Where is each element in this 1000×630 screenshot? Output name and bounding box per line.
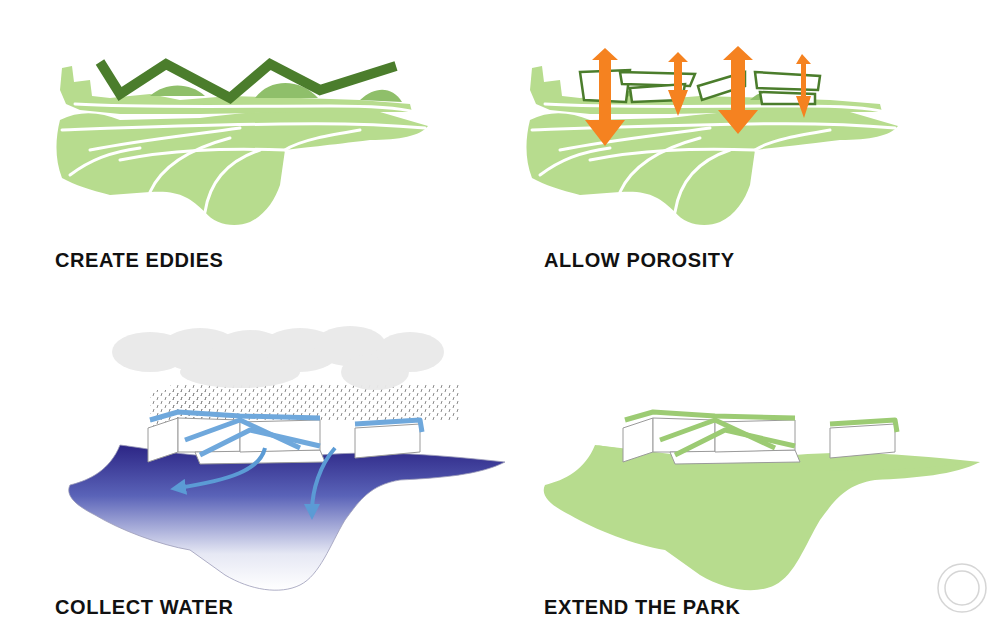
- panel-caption: EXTEND THE PARK: [544, 597, 740, 617]
- panel-caption: COLLECT WATER: [55, 597, 234, 617]
- panel-caption: CREATE EDDIES: [55, 250, 224, 270]
- panel-caption: ALLOW POROSITY: [544, 250, 735, 270]
